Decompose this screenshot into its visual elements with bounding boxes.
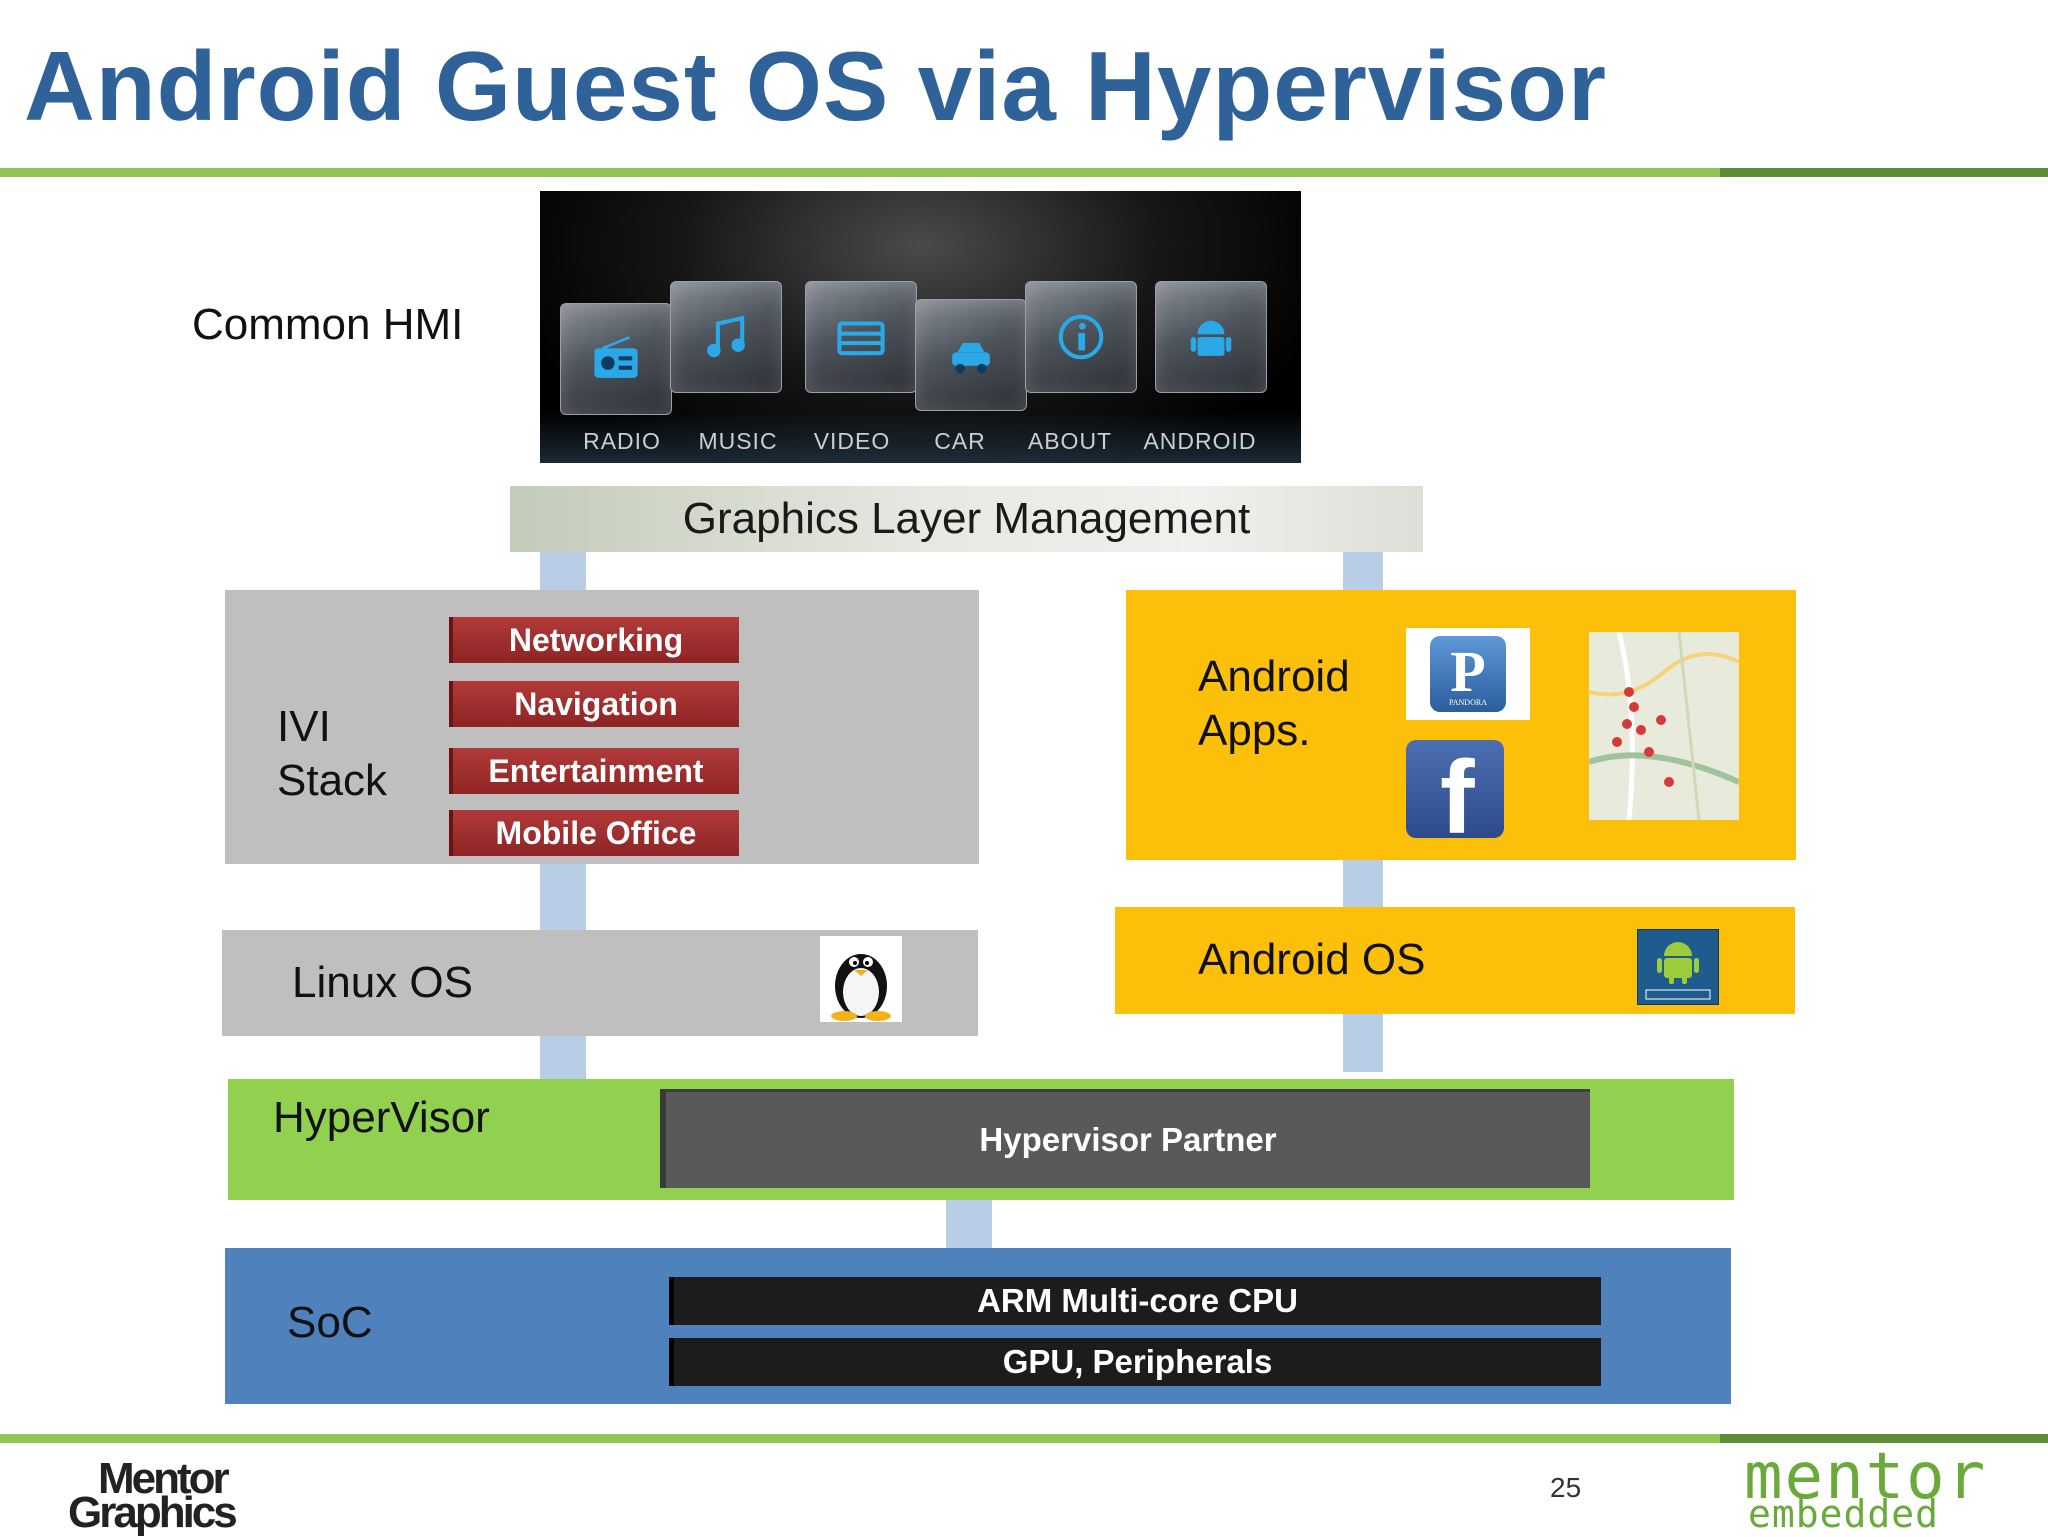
mentor-embedded-logo-line1: mentor <box>1744 1440 1988 1514</box>
hmi-caption-video: VIDEO <box>813 428 891 454</box>
soc-box: SoC ARM Multi-core CPU GPU, Peripherals <box>225 1248 1731 1404</box>
linux-os-label: Linux OS <box>292 958 473 1007</box>
facebook-icon: f <box>1406 740 1504 838</box>
pandora-icon: P PANDORA <box>1406 628 1530 720</box>
hypervisor-box: HyperVisor Hypervisor Partner <box>228 1079 1734 1200</box>
hypervisor-label: HyperVisor <box>273 1093 490 1142</box>
info-icon <box>1025 281 1137 393</box>
android-os-box: Android OS <box>1115 907 1795 1014</box>
connector-hyper-soc <box>946 1200 992 1248</box>
arm-cpu-block: ARM Multi-core CPU <box>669 1277 1601 1325</box>
android-os-label: Android OS <box>1198 935 1426 984</box>
top-divider-accent <box>1720 168 2048 177</box>
ivi-component-networking: Networking <box>449 617 739 663</box>
ivi-stack-box: IVI Stack Networking Navigation Entertai… <box>225 590 979 864</box>
pandora-wordmark: PANDORA <box>1449 698 1487 707</box>
car-settings-icon <box>915 299 1027 411</box>
hmi-screenshot: RADIO MUSIC VIDEO CAR ABOUT ANDROID <box>540 191 1301 463</box>
tux-penguin-icon <box>820 936 902 1022</box>
bottom-divider-accent <box>1720 1434 2048 1443</box>
android-apps-label-line2: Apps. <box>1198 706 1311 755</box>
hmi-caption-android: ANDROID <box>1143 428 1257 454</box>
common-hmi-label: Common HMI <box>192 300 464 349</box>
mentor-graphics-logo-line1: Mentor <box>98 1454 230 1503</box>
hypervisor-partner: Hypervisor Partner <box>660 1089 1590 1188</box>
hmi-caption-radio: RADIO <box>583 428 661 454</box>
android-robot-icon <box>1155 281 1267 393</box>
mentor-graphics-logo-line2: Graphics <box>68 1488 238 1537</box>
hmi-caption-music: MUSIC <box>698 428 778 454</box>
connector-linux-hyper <box>540 1036 586 1079</box>
connector-aos-hyper <box>1343 1014 1383 1072</box>
mentor-graphics-logo: Mentor Graphics <box>68 1454 238 1537</box>
video-icon <box>805 281 917 393</box>
radio-icon <box>560 303 672 415</box>
hmi-caption-about: ABOUT <box>1027 428 1113 454</box>
bottom-divider <box>0 1434 1720 1443</box>
android-apps-label-line1: Android <box>1198 652 1350 701</box>
android-logo-icon <box>1637 929 1719 1005</box>
ivi-label-line2: Stack <box>277 756 388 805</box>
slide-title: Android Guest OS via Hypervisor <box>24 31 1608 141</box>
connector-apps-aos <box>1343 860 1383 907</box>
google-map-icon <box>1589 632 1739 820</box>
soc-label: SoC <box>287 1298 373 1347</box>
ivi-label-line1: IVI <box>277 702 331 751</box>
ivi-component-entertainment: Entertainment <box>449 748 739 794</box>
android-apps-box: Android Apps. P PANDORA f <box>1126 590 1796 860</box>
connector-ivi-linux <box>540 864 586 930</box>
mentor-embedded-logo-line2: embedded <box>1748 1492 1940 1536</box>
top-divider <box>0 168 1720 177</box>
mentor-embedded-logo: mentor embedded <box>1744 1440 2016 1536</box>
ivi-component-navigation: Navigation <box>449 681 739 727</box>
hmi-caption-car: CAR <box>934 428 986 454</box>
gpu-peripherals-block: GPU, Peripherals <box>669 1338 1601 1386</box>
ivi-component-mobile-office: Mobile Office <box>449 810 739 856</box>
connector-glm-apps <box>1343 552 1383 590</box>
graphics-layer-management: Graphics Layer Management <box>510 486 1423 552</box>
page-number: 25 <box>1550 1472 1582 1503</box>
connector-glm-ivi <box>540 552 586 590</box>
music-note-icon <box>670 281 782 393</box>
linux-os-box: Linux OS <box>222 930 978 1036</box>
hmi-reflection <box>540 411 1301 463</box>
